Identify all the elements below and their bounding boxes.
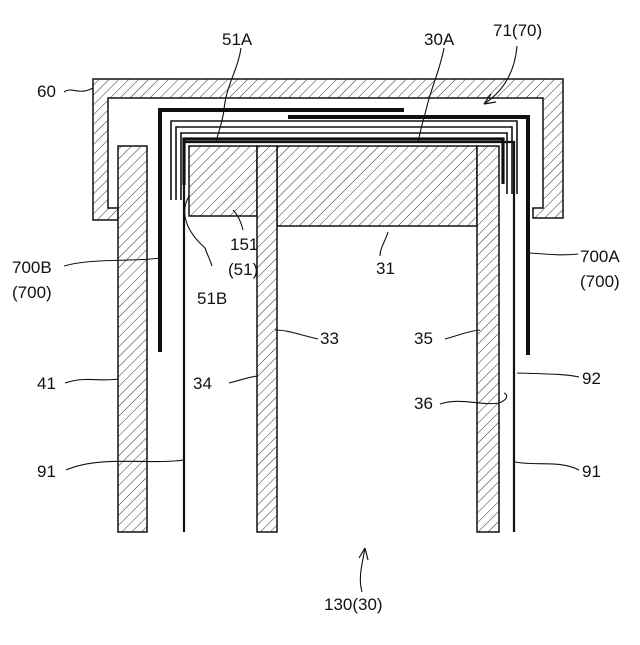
label-51a: 51A xyxy=(222,30,253,49)
label-33: 33 xyxy=(320,329,339,348)
label-92: 92 xyxy=(582,369,601,388)
label-51b: 51B xyxy=(197,289,227,308)
label-700a-paren: (700) xyxy=(580,272,620,291)
label-41: 41 xyxy=(37,374,56,393)
label-700b: 700B xyxy=(12,258,52,277)
label-91-left: 91 xyxy=(37,462,56,481)
label-130: 130(30) xyxy=(324,595,383,614)
label-36: 36 xyxy=(414,394,433,413)
wall-41 xyxy=(118,146,147,532)
label-71: 71(70) xyxy=(493,21,542,40)
wall-33 xyxy=(257,146,277,532)
label-31: 31 xyxy=(376,259,395,278)
label-700a: 700A xyxy=(580,247,620,266)
label-91-right: 91 xyxy=(582,462,601,481)
block-151 xyxy=(189,146,257,216)
label-30a: 30A xyxy=(424,30,455,49)
label-51-paren: (51) xyxy=(228,260,258,279)
label-700b-paren: (700) xyxy=(12,283,52,302)
label-151: 151 xyxy=(230,235,258,254)
wall-35 xyxy=(477,146,499,532)
plate-31 xyxy=(277,146,477,226)
label-35: 35 xyxy=(414,329,433,348)
label-60: 60 xyxy=(37,82,56,101)
label-34: 34 xyxy=(193,374,212,393)
